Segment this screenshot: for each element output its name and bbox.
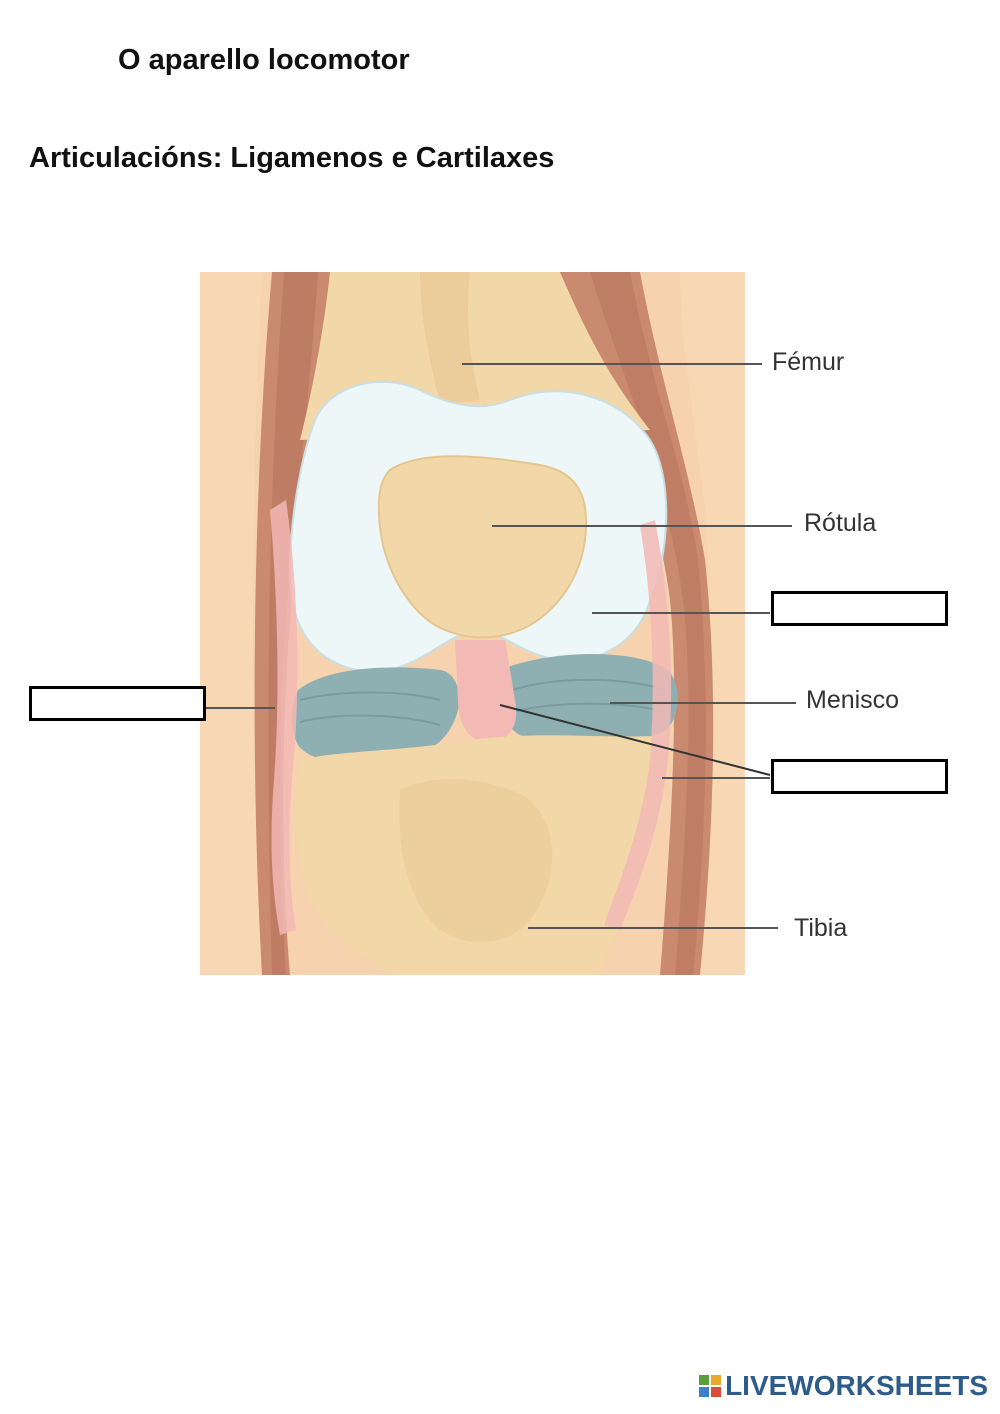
liveworksheets-logo-icon xyxy=(699,1375,721,1397)
label-tibia: Tibia xyxy=(794,914,847,943)
meniscus-right xyxy=(500,654,678,746)
skin-left xyxy=(200,272,262,975)
answer-input-collateral-ligament[interactable] xyxy=(29,686,206,721)
knee-illustration xyxy=(200,272,745,975)
answer-input-cartilage[interactable] xyxy=(771,591,948,626)
cruciate-ligament xyxy=(455,640,516,742)
liveworksheets-brand: LIVEWORKSHEETS xyxy=(699,1370,988,1402)
brand-text: LIVEWORKSHEETS xyxy=(725,1370,988,1402)
label-rotula: Rótula xyxy=(804,509,876,538)
label-menisco: Menisco xyxy=(806,686,899,715)
label-femur: Fémur xyxy=(772,348,844,377)
answer-input-ligament[interactable] xyxy=(771,759,948,794)
